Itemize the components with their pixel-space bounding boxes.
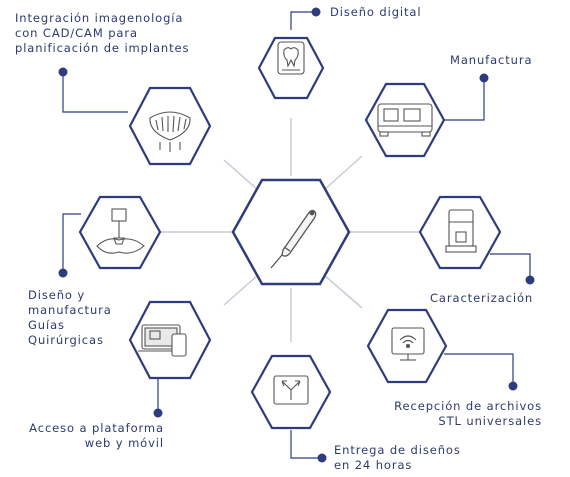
leader-dot [479,73,489,83]
label-imaging: Integración imagenología con CAD/CAM par… [15,11,189,56]
leader-imaging [62,72,128,113]
node-guides-hexagon [78,195,162,270]
label-design: Diseño digital [330,5,421,20]
node-delivery [250,354,332,430]
leader-delivery [290,430,322,459]
devices-icon [138,324,187,357]
label-manufacture: Manufactura [450,53,532,68]
label-line: STL universales [438,414,542,428]
node-design [257,36,325,100]
intraoral-scanner-icon [270,209,317,269]
label-platform: Acceso a plataforma web y móvil [0,421,164,451]
leader-characterization [490,253,531,279]
label-line: manufactura [28,303,112,317]
leader-dot [58,67,68,77]
leader-dot [508,381,518,391]
cad-cam-implant-icon [149,111,191,152]
leader-guides [62,213,81,272]
label-line: Diseño y [28,288,86,302]
center-hexagon-shape [231,178,351,286]
node-stl [366,308,448,384]
node-guides [78,195,162,270]
label-line: Entrega de diseños [334,443,461,457]
label-line: con CAD/CAM para [15,26,138,40]
connector-line [223,274,259,306]
connector-line [323,155,363,191]
label-guides: Diseño y manufactura Guías Quirúrgicas [28,288,112,348]
arrows-icon [273,375,309,405]
connector-line [323,274,363,309]
label-line: en 24 horas [334,458,413,472]
surgical-guide-icon [96,208,145,254]
connector-line [223,159,259,191]
leader-manufacture [443,80,485,121]
label-line: Manufactura [450,53,533,67]
leader-design [290,11,314,30]
leader-stl [444,353,514,386]
label-line: web y móvil [84,436,164,450]
node-characterization [418,195,502,270]
center-hexagon [231,178,351,286]
milling-machine-icon [377,103,433,137]
label-line: Caracterización [430,291,534,305]
leader-dot [311,7,321,17]
leader-dot [317,453,327,463]
label-stl: Recepción de archivos STL universales [368,399,542,429]
label-line: Diseño digital [330,5,422,19]
wifi-monitor-icon [391,327,425,361]
dental-crown-design-icon [277,41,305,75]
node-design-hexagon [257,36,325,100]
leader-dot [153,408,163,418]
node-imaging [128,86,212,166]
label-delivery: Entrega de diseños en 24 horas [334,443,461,473]
label-line: planificación de implantes [15,41,190,55]
label-characterization: Caracterización [430,291,533,306]
leader-dot [58,268,68,278]
node-platform [128,300,212,380]
label-line: Integración imagenología [15,11,184,25]
label-line: Recepción de archivos [394,399,542,413]
node-imaging-hexagon [128,86,212,166]
label-line: Guías [28,318,65,332]
label-line: Acceso a plataforma [29,421,164,435]
label-line: Quirúrgicas [28,333,104,347]
furnace-icon [445,209,477,253]
leader-dot [525,275,535,285]
node-manufacture [364,82,446,158]
node-manufacture-hexagon [364,82,446,158]
connectors [160,118,420,342]
leader-dots [58,7,535,463]
